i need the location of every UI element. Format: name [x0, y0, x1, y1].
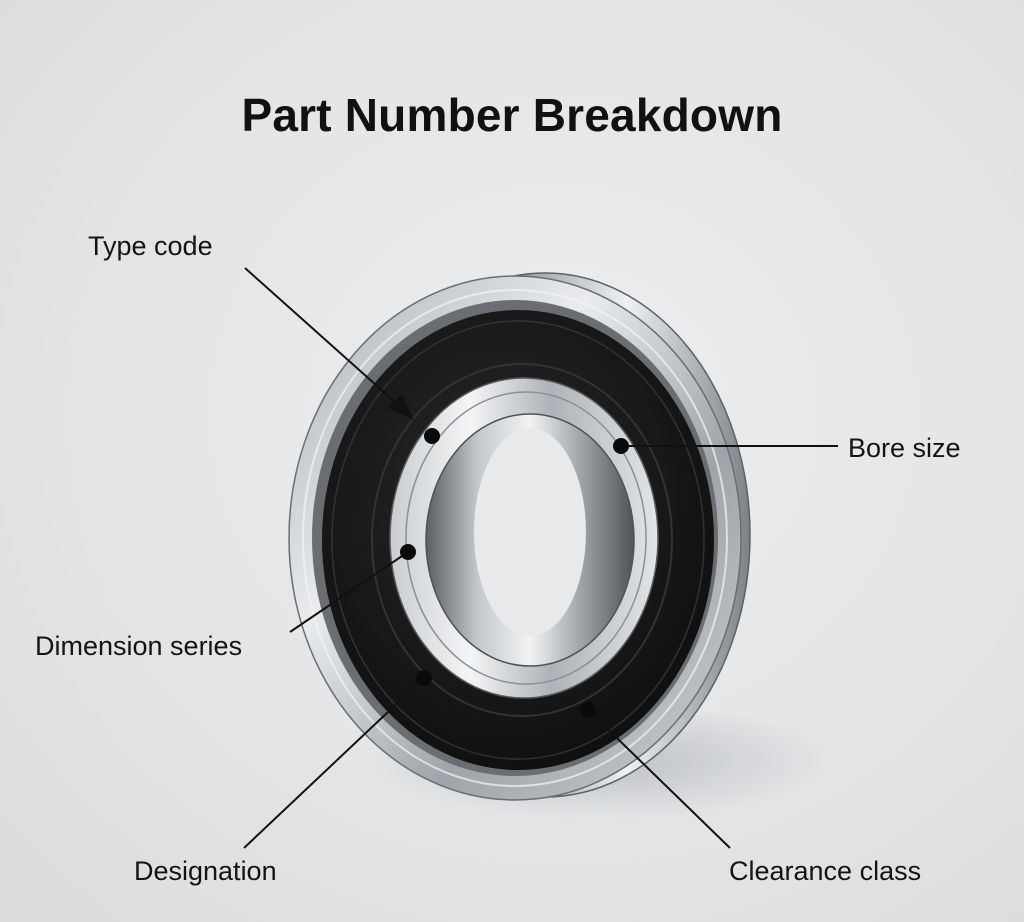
label-designation: Designation — [134, 856, 277, 886]
callout-dot-clearance-class — [580, 702, 596, 718]
label-type-code: Type code — [88, 231, 213, 261]
callout-dot-bore-size — [613, 438, 629, 454]
bore-opening — [474, 428, 586, 636]
label-dimension-series: Dimension series — [35, 631, 243, 661]
leader-dimension-series — [289, 551, 409, 633]
diagram-title: Part Number Breakdown — [241, 89, 783, 141]
callout-dot-dimension-series — [400, 544, 416, 560]
leader-type-code — [244, 267, 405, 411]
leader-designation — [243, 677, 425, 849]
callout-dot-type-code — [424, 428, 440, 444]
leader-clearance-class — [587, 709, 731, 849]
arrowhead-type-code — [388, 394, 414, 420]
label-bore-size: Bore size — [848, 433, 961, 463]
label-clearance-class: Clearance class — [729, 856, 922, 886]
callout-dot-designation — [416, 670, 432, 686]
